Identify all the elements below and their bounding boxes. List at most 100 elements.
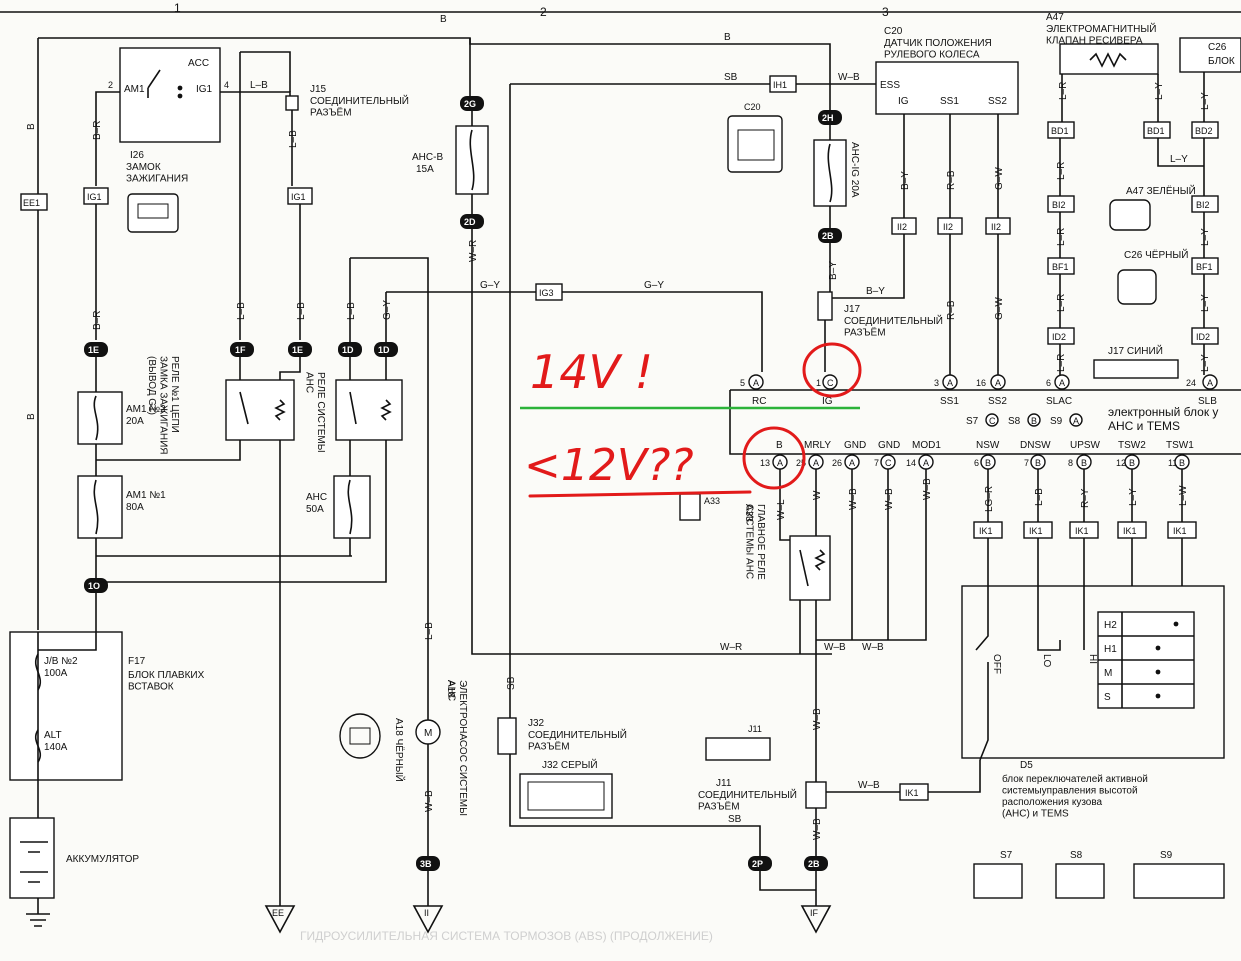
connector-color-label: A47 ЗЕЛЁНЫЙ: [1126, 184, 1196, 197]
svg-text:16: 16: [976, 378, 986, 388]
fuse-am1-no2: [77, 391, 123, 445]
wire-label: G–W: [994, 297, 1005, 320]
svg-text:1D: 1D: [342, 345, 354, 355]
svg-text:26: 26: [832, 458, 842, 468]
component-id: J17: [844, 304, 861, 315]
svg-text:A: A: [947, 378, 953, 388]
wire-label: L–B: [346, 302, 357, 320]
switch-position-label: HI: [1087, 654, 1098, 664]
fuse-label: ALT: [44, 730, 62, 741]
connector-bi2: [1191, 195, 1219, 213]
svg-text:B: B: [1081, 458, 1087, 468]
c26-connector-face: [1117, 269, 1157, 305]
annotation-14v: 14V !: [530, 345, 653, 399]
connector-id2: [1047, 327, 1075, 345]
svg-text:1D: 1D: [378, 345, 390, 355]
ecu-pin-label: TSW2: [1118, 440, 1146, 451]
connector-label: IG1: [87, 192, 102, 202]
svg-text:3B: 3B: [420, 859, 432, 869]
connector-color-label: C26 ЧЁРНЫЙ: [1124, 248, 1188, 261]
connector-bi2: [1047, 195, 1075, 213]
connector-1d: [374, 342, 398, 357]
fuse-label: АНС: [306, 492, 327, 503]
fuse-amp: 80A: [126, 502, 144, 513]
component-id: C20: [744, 102, 761, 112]
wire-label: W–R: [468, 240, 479, 262]
wire-label: W–B: [424, 790, 435, 812]
component-id: J11: [716, 778, 732, 789]
svg-text:IK1: IK1: [1075, 526, 1089, 536]
svg-text:ID2: ID2: [1196, 332, 1210, 342]
wire-label: B–R: [92, 311, 103, 330]
connector-bd1: [1047, 121, 1075, 139]
wire-label: W–B: [824, 642, 846, 653]
wire-label: L–Y: [1200, 294, 1211, 312]
component-name: РЕЛЕ СИСТЕМЫАНС: [304, 372, 327, 453]
svg-text:S9: S9: [1050, 416, 1063, 427]
wire-label: W–B: [858, 780, 880, 791]
connector-2p: [748, 856, 772, 871]
svg-text:6: 6: [974, 458, 979, 468]
connector-bf1: [1191, 257, 1219, 275]
junction-j15: [285, 95, 299, 111]
wire-label: B: [26, 123, 37, 130]
component-name: РЕЛЕ №1 ЦЕПИЗАМКА ЗАЖИГАНИЯ(ВЫВОД G1): [146, 356, 180, 455]
switch-pin-label: AM1: [124, 84, 145, 95]
svg-text:II2: II2: [897, 222, 907, 232]
svg-text:<12V??: <12V??: [524, 440, 694, 491]
fuse-label: AM1 №1: [126, 490, 166, 501]
svg-text:1: 1: [816, 378, 821, 388]
ecu-connector-s8: [1055, 863, 1105, 899]
fuse-amp: 140A: [44, 742, 68, 753]
svg-text:7: 7: [874, 458, 879, 468]
svg-text:2P: 2P: [752, 859, 763, 869]
ecu-pin-label: UPSW: [1070, 440, 1101, 451]
column-label: 1: [174, 1, 181, 15]
ecu-pin-label: MOD1: [912, 440, 941, 451]
svg-text:BF1: BF1: [1052, 262, 1069, 272]
svg-text:2B: 2B: [808, 859, 820, 869]
wire-label: R–B: [946, 170, 957, 190]
connector-1e: [288, 342, 312, 357]
connector-2d: [460, 214, 484, 229]
fuse-amp: 50A: [306, 504, 324, 515]
a47-connector-face: [1109, 199, 1151, 231]
wire-label: L–R: [1056, 294, 1067, 312]
connector-1e: [84, 342, 108, 357]
svg-text:IK1: IK1: [1123, 526, 1137, 536]
faded-footer-text: ГИДРОУСИЛИТЕЛЬНАЯ СИСТЕМА ТОРМОЗОВ (ABS)…: [300, 929, 713, 943]
svg-text:J11: J11: [748, 724, 762, 734]
connector-ee1: [20, 193, 48, 211]
svg-text:6: 6: [1046, 378, 1051, 388]
svg-text:A: A: [849, 458, 855, 468]
wire-label: L–B: [288, 130, 299, 148]
svg-text:25: 25: [796, 458, 806, 468]
ecu-connector-s9: [1133, 863, 1225, 899]
wire-label: LG–R: [984, 486, 995, 512]
wire-label: B–Y: [866, 286, 885, 297]
svg-text:2: 2: [108, 80, 113, 90]
svg-text:ID2: ID2: [1052, 332, 1066, 342]
component-id: C26: [1208, 42, 1227, 53]
switch-position-label: LO: [1041, 654, 1052, 668]
wire-label: L–Y: [1200, 354, 1211, 372]
svg-text:C: C: [989, 416, 996, 426]
svg-text:BD1: BD1: [1147, 126, 1165, 136]
wire-label: L–R: [1056, 354, 1067, 372]
svg-text:M: M: [424, 728, 432, 739]
svg-text:A: A: [777, 458, 783, 468]
component-id: I26: [130, 150, 144, 161]
i26-connector-face: [127, 193, 179, 233]
svg-text:1O: 1O: [88, 581, 100, 591]
connector-ig3: [535, 283, 563, 301]
svg-text:BD2: BD2: [1195, 126, 1213, 136]
svg-text:1E: 1E: [292, 345, 303, 355]
wire-label: B–Y: [900, 171, 911, 190]
svg-text:BI2: BI2: [1052, 200, 1066, 210]
ground-ii: [412, 905, 444, 934]
connector-ik1: [899, 783, 929, 801]
connector-bf1: [1047, 257, 1075, 275]
